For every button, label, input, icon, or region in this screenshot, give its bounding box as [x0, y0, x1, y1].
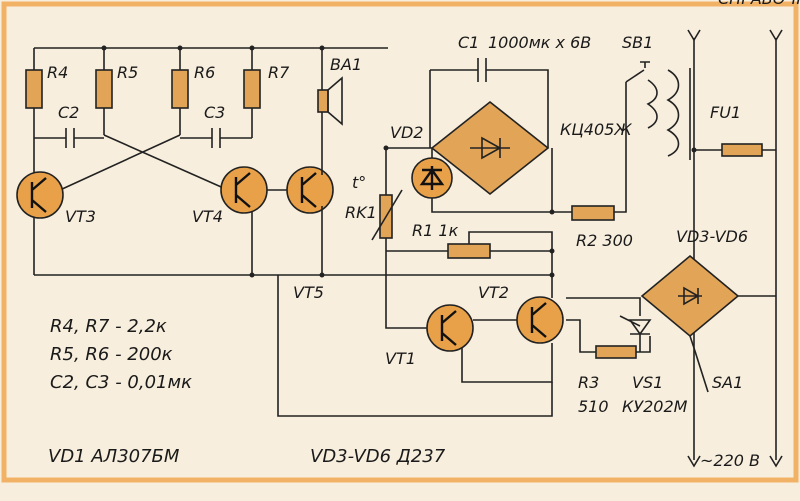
resistor-r6	[171, 69, 189, 109]
label-c3: C3	[204, 103, 225, 122]
label-c1-value: 1000мк x 6В	[488, 33, 591, 52]
page-frame	[1, 1, 799, 483]
mains-left-arrow-top	[687, 29, 701, 42]
mains-right-arrow-top	[769, 29, 783, 42]
transistor-vt3	[16, 171, 64, 219]
label-vd2: VD2	[390, 123, 423, 142]
label-vt4: VT4	[192, 207, 223, 226]
label-t-deg: t°	[352, 173, 366, 192]
speaker-ba1	[317, 89, 329, 113]
transistor-vt2	[516, 296, 564, 344]
label-vt2: VT2	[478, 283, 509, 302]
secondary-coil	[646, 79, 658, 129]
label-vt5: VT5	[293, 283, 324, 302]
cross-wire-1	[103, 134, 229, 191]
footer-vd1: VD1 АЛ307БМ	[48, 446, 180, 467]
vd2-symbol	[419, 166, 445, 190]
speaker-cone	[327, 76, 343, 126]
label-sa1: SA1	[712, 373, 743, 392]
label-r5: R5	[117, 63, 138, 82]
transformer-coil	[666, 69, 680, 157]
sb1-switch	[625, 61, 650, 83]
label-r3-value: 510	[578, 397, 609, 416]
label-vt3: VT3	[65, 207, 96, 226]
bridge-diode	[470, 136, 510, 160]
vt2-wires	[461, 275, 553, 383]
footer-vd3: VD3-VD6 Д237	[310, 446, 446, 467]
label-mains: ~220 В	[700, 451, 760, 470]
label-sb1: SB1	[622, 33, 653, 52]
corner-caption: СПРАВОЧНОЕ	[718, 0, 800, 8]
label-c1: C1	[458, 33, 479, 52]
vt5-wires	[267, 116, 323, 275]
sa1-switch	[693, 347, 709, 393]
label-c2: C2	[58, 103, 79, 122]
label-rk1: RK1	[345, 203, 377, 222]
label-vs1-value: КУ202М	[622, 397, 688, 416]
gate-wires	[566, 297, 641, 353]
c1-plates	[477, 58, 487, 82]
vt5-symbol	[300, 172, 317, 208]
vs1-symbol	[619, 315, 652, 352]
label-r6: R6	[194, 63, 215, 82]
label-r2: R2 300	[576, 231, 633, 250]
transistor-vt1	[426, 304, 474, 352]
transistor-vt5	[286, 166, 334, 214]
bridge2-diode	[678, 286, 702, 306]
label-ba1: BA1	[330, 55, 362, 74]
label-r1: R1 1к	[412, 221, 459, 240]
resistor-r2	[571, 205, 615, 221]
mains-arrows-bottom	[687, 455, 783, 468]
label-vs1: VS1	[632, 373, 663, 392]
vd2-wire	[386, 147, 553, 213]
vt1-symbol	[440, 310, 457, 346]
cross-wire-2	[59, 134, 181, 191]
label-r3: R3	[578, 373, 599, 392]
label-kc405: КЦ405Ж	[560, 120, 632, 139]
label-r7: R7	[268, 63, 290, 82]
label-fu1: FU1	[710, 103, 741, 122]
c2-plates	[65, 128, 75, 148]
resistor-r7	[243, 69, 261, 109]
c3-plates	[211, 128, 221, 148]
c1-wire	[430, 69, 549, 148]
r2-wire	[552, 82, 627, 213]
note-line-2: R5, R6 - 200к	[50, 344, 173, 365]
r3-wire	[636, 336, 651, 353]
label-r4: R4	[47, 63, 68, 82]
rk1-slash	[371, 189, 403, 241]
resistor-r5	[95, 69, 113, 109]
vt4-symbol	[234, 172, 251, 208]
return-path	[277, 275, 553, 417]
resistor-r3	[595, 345, 637, 359]
label-vd3-vd6: VD3-VD6	[676, 227, 748, 246]
bridge2-wires	[689, 295, 776, 349]
fuse-fu1	[721, 143, 763, 157]
junction-dots	[101, 45, 697, 278]
note-line-3: C2, C3 - 0,01мк	[50, 372, 192, 393]
note-line-1: R4, R7 - 2,2к	[50, 316, 167, 337]
vt2-symbol	[530, 302, 547, 338]
vt3-symbol	[30, 177, 47, 213]
rk1-wire	[385, 148, 430, 329]
label-vt1: VT1	[385, 349, 416, 368]
potentiometer-r1	[447, 243, 491, 259]
resistor-r4	[25, 69, 43, 109]
transistor-vt4	[220, 166, 268, 214]
